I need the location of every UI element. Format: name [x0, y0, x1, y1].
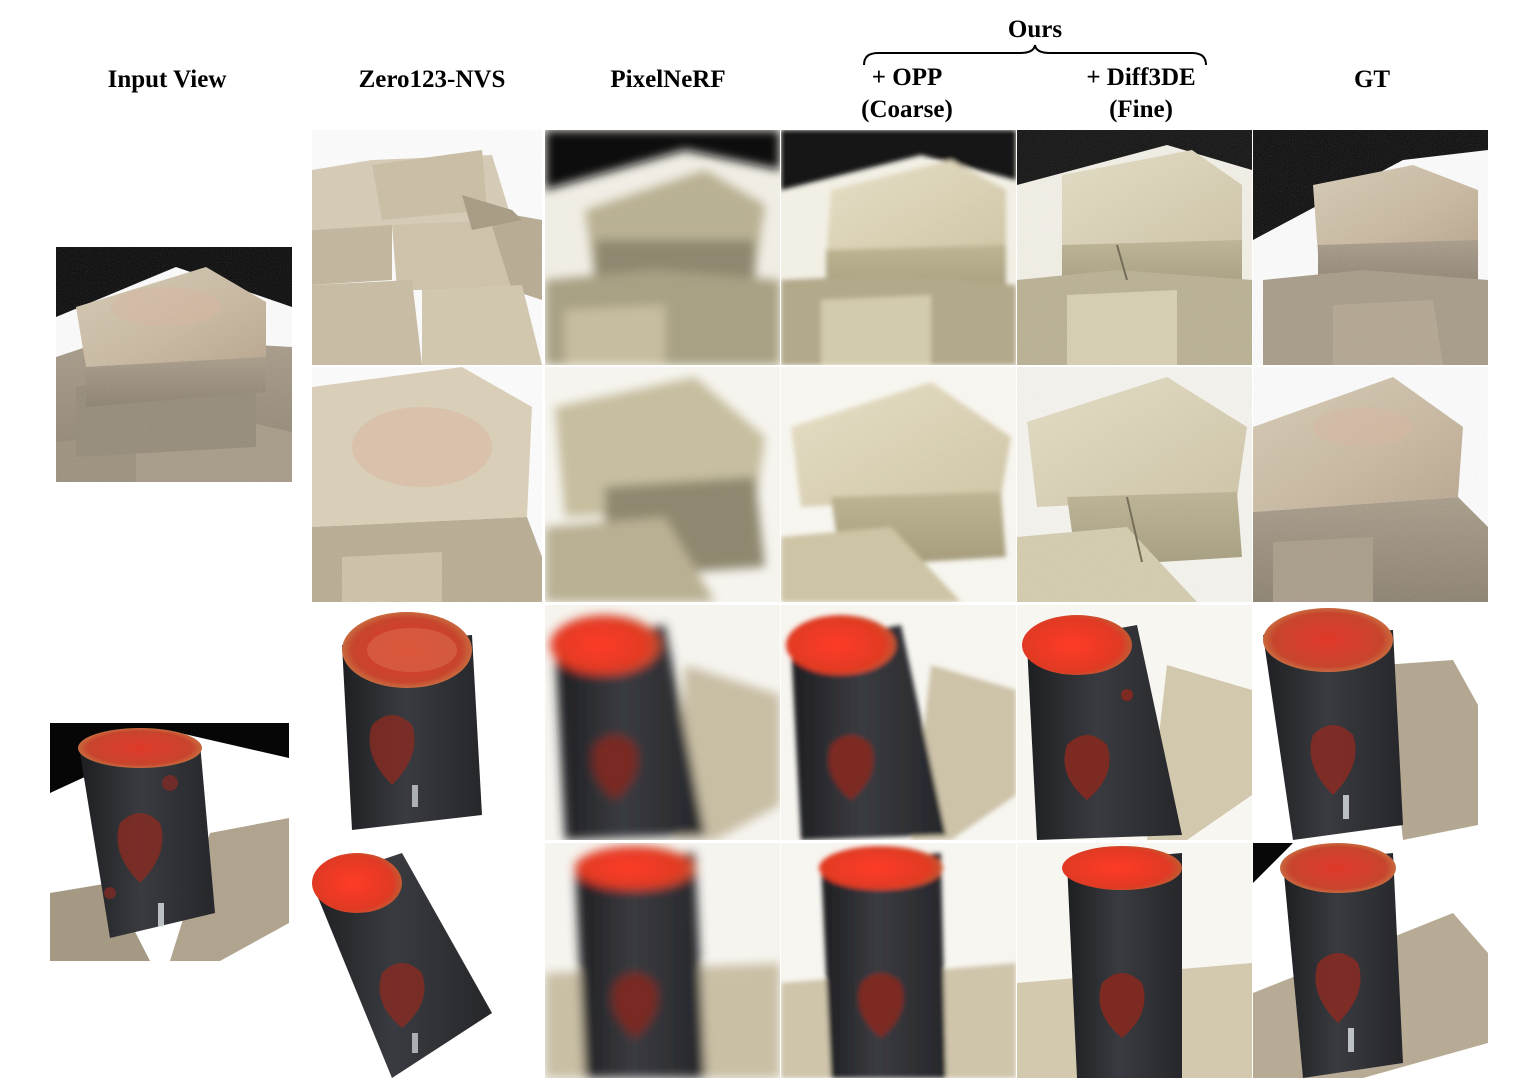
pixelnerf-image-cup-view2 — [545, 843, 780, 1078]
column-header-opp-line1: + OPP — [871, 64, 943, 91]
column-header-diff3de-fine: + Diff3DE (Fine) — [1034, 62, 1248, 126]
opp-coarse-image-cup-view2 — [781, 843, 1016, 1078]
input-view-image-bricks — [56, 247, 292, 482]
column-header-opp-line2: (Coarse) — [861, 96, 953, 123]
column-header-diff3de-line1: + Diff3DE — [1086, 64, 1196, 91]
column-header-zero123-nvs: Zero123-NVS — [358, 66, 506, 93]
column-header-pixelnerf: PixelNeRF — [610, 66, 726, 93]
diff3de-fine-image-cup-view2 — [1017, 843, 1252, 1078]
ours-group-label: Ours — [1007, 16, 1063, 43]
pixelnerf-image-cup-view1 — [545, 605, 780, 840]
gt-image-bricks-view2 — [1253, 367, 1488, 602]
diff3de-fine-image-bricks-view2 — [1017, 367, 1252, 602]
pixelnerf-image-bricks-view1 — [545, 130, 780, 365]
pixelnerf-image-bricks-view2 — [545, 367, 780, 602]
column-header-gt: GT — [1353, 66, 1391, 93]
ours-brace — [863, 44, 1207, 66]
column-header-diff3de-line2: (Fine) — [1109, 96, 1173, 123]
diff3de-fine-image-cup-view1 — [1017, 605, 1252, 840]
gt-image-bricks-view1 — [1253, 130, 1488, 365]
zero123-image-bricks-view1 — [312, 130, 542, 365]
opp-coarse-image-cup-view1 — [781, 605, 1016, 840]
zero123-image-cup-view2 — [312, 843, 542, 1078]
gt-image-cup-view1 — [1253, 605, 1488, 840]
gt-image-cup-view2 — [1253, 843, 1488, 1078]
zero123-image-cup-view1 — [312, 605, 542, 840]
opp-coarse-image-bricks-view1 — [781, 130, 1016, 365]
column-header-input-view: Input View — [107, 66, 227, 93]
diff3de-fine-image-bricks-view1 — [1017, 130, 1252, 365]
zero123-image-bricks-view2 — [312, 367, 542, 602]
column-header-opp-coarse: + OPP (Coarse) — [800, 62, 1014, 126]
opp-coarse-image-bricks-view2 — [781, 367, 1016, 602]
input-view-image-cup — [50, 723, 289, 961]
